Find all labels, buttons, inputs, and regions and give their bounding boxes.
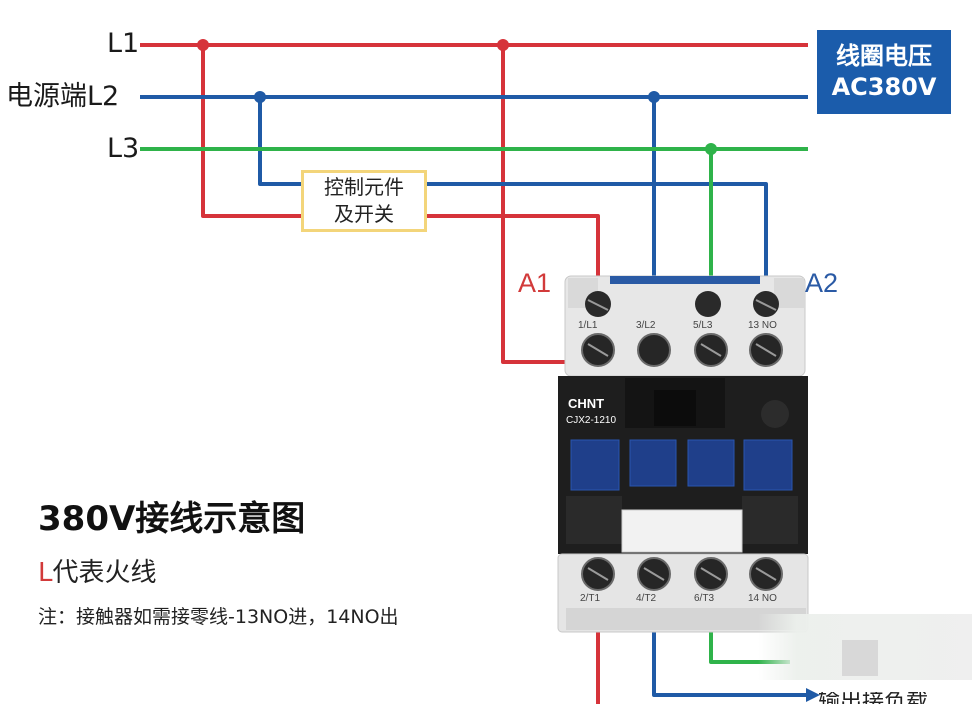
- control-line1: 控制元件: [324, 175, 404, 199]
- label-a2: A2: [805, 268, 839, 298]
- label-a1: A1: [518, 268, 552, 298]
- coil-voltage-box: 线圈电压 AC380V: [817, 30, 951, 114]
- output-load-label: 输出接负载: [818, 692, 928, 704]
- coil-voltage-value: AC380V: [831, 73, 937, 101]
- label-l2: L2: [87, 81, 120, 112]
- output-arrow: [806, 688, 820, 702]
- terminal-label-5-l3: 5/L3: [693, 320, 713, 331]
- contactor: [557, 275, 809, 633]
- label-power-source: 电源端L2: [6, 83, 119, 110]
- label-power-source-prefix: 电源端: [6, 81, 87, 112]
- wire-l1-to-control: [201, 45, 302, 218]
- watermark-logo: [842, 640, 878, 676]
- contactor-model: CJX2-1210: [566, 415, 617, 426]
- contactor-brand: CHNT: [568, 396, 605, 411]
- legend-highlight: L: [38, 558, 53, 588]
- legend-text: 代表火线: [52, 558, 157, 588]
- coil-voltage-title: 线圈电压: [836, 41, 932, 70]
- diagram-title: 380V接线示意图: [38, 499, 306, 539]
- terminal-label-2-t1: 2/T1: [580, 593, 601, 604]
- terminal-label-13-no: 13 NO: [748, 320, 777, 331]
- terminal-label-14-no: 14 NO: [748, 593, 777, 604]
- control-line2: 及开关: [334, 202, 394, 226]
- wire-control-to-a2: [427, 182, 768, 296]
- terminal-label-1-l1: 1/L1: [578, 320, 598, 331]
- terminal-label-3-l2: 3/L2: [636, 320, 656, 331]
- label-l1: L1: [107, 28, 140, 59]
- label-l3: L3: [107, 133, 140, 164]
- terminal-label-6-t3: 6/T3: [694, 593, 715, 604]
- wire-control-to-a1: [427, 214, 600, 298]
- junction-dots: [197, 39, 717, 155]
- legend-line: L代表火线: [38, 560, 157, 586]
- control-switch-box: 控制元件 及开关: [301, 170, 427, 232]
- neutral-note: 注：接触器如需接零线-13NO进，14NO出: [38, 606, 399, 628]
- wire-l2-to-control: [258, 97, 302, 186]
- terminal-label-4-t2: 4/T2: [636, 593, 657, 604]
